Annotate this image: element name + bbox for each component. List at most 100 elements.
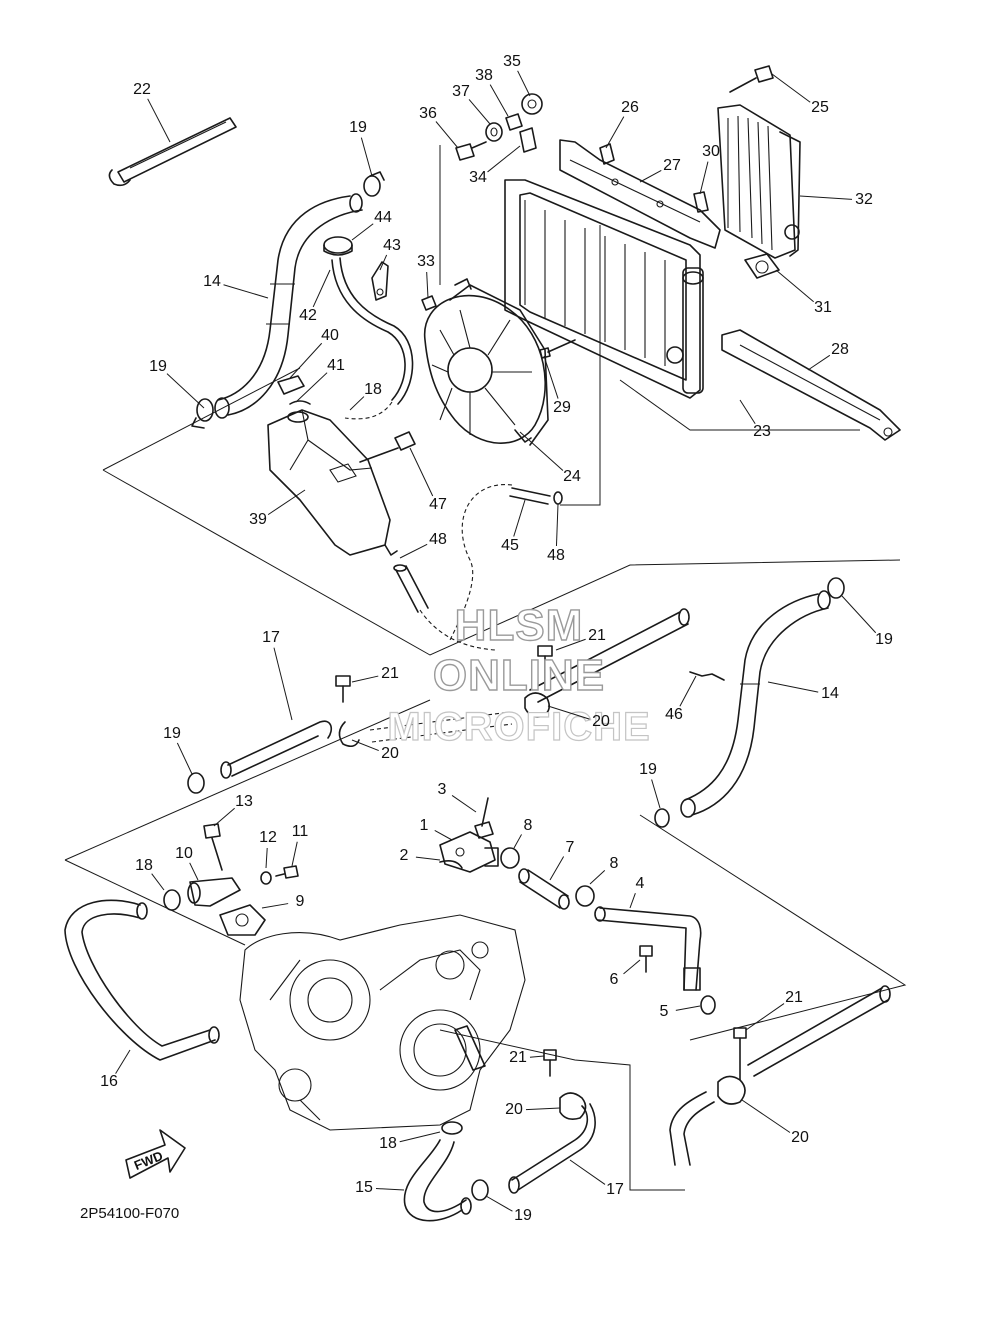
callout-leader-13 (213, 807, 235, 827)
callout-leader-18 (349, 396, 365, 411)
overflow-hose (393, 564, 496, 651)
callout-label-18: 18 (379, 1135, 397, 1152)
callout-label-13: 13 (235, 793, 253, 810)
clamp-8-right (575, 885, 595, 907)
callout-label-30: 30 (702, 143, 720, 160)
callout-label-39: 39 (249, 511, 267, 528)
callout-leader-20 (525, 1107, 561, 1111)
callout-label-19: 19 (349, 119, 367, 136)
bracket-part (371, 261, 389, 301)
callout-label-21: 21 (785, 989, 803, 1006)
bolt-11 (275, 865, 299, 879)
water-hose-15 (403, 1139, 472, 1222)
clamp-19-lower (471, 1179, 489, 1201)
callout-leader-22 (147, 98, 171, 143)
callout-label-15: 15 (355, 1179, 373, 1196)
bolt-21-lower (543, 1049, 557, 1077)
callout-leader-45 (513, 499, 526, 537)
callout-label-10: 10 (175, 845, 193, 862)
callout-label-7: 7 (566, 839, 575, 856)
callout-label-36: 36 (419, 105, 437, 122)
gasket-31 (744, 253, 780, 279)
callout-label-25: 25 (811, 99, 829, 116)
callout-label-20: 20 (592, 713, 610, 730)
bolt-21-right (733, 1027, 747, 1081)
callout-leader-36 (435, 121, 459, 149)
callout-label-9: 9 (296, 893, 305, 910)
callout-leader-25 (771, 73, 811, 103)
callout-leader-8 (589, 870, 606, 885)
bolt-21-left (335, 675, 351, 703)
callout-leader-40 (289, 342, 323, 379)
callout-leader-20 (547, 705, 590, 720)
grommet-35 (521, 93, 543, 115)
reservoir-cap-part (323, 236, 353, 256)
callout-leader-39 (267, 489, 306, 516)
callout-leader-24 (519, 431, 564, 471)
callout-label-6: 6 (610, 971, 619, 988)
callout-leader-33 (426, 271, 429, 299)
callout-label-40: 40 (321, 327, 339, 344)
callout-leader-3 (451, 795, 477, 813)
callout-label-38: 38 (475, 67, 493, 84)
callout-label-19: 19 (875, 631, 893, 648)
clamp-20-left (338, 721, 360, 748)
callout-leader-15 (375, 1188, 405, 1191)
fwd-arrow-icon (125, 1129, 186, 1179)
callout-label-14: 14 (821, 685, 839, 702)
clamp-19-left (187, 772, 205, 794)
callout-leader-31 (775, 269, 814, 303)
callout-leader-21 (529, 1055, 545, 1058)
callout-leader-19 (485, 1195, 513, 1212)
callout-leader-14 (767, 681, 819, 693)
callout-label-26: 26 (621, 99, 639, 116)
callout-leader-48 (555, 503, 559, 547)
callout-label-23: 23 (753, 423, 771, 440)
water-pipe-lower (747, 985, 891, 1077)
bracket-26 (599, 143, 615, 165)
callout-label-20: 20 (791, 1129, 809, 1146)
callout-leader-14 (223, 284, 269, 299)
callout-label-47: 47 (429, 496, 447, 513)
callout-leader-34 (487, 145, 521, 173)
callout-label-14: 14 (203, 273, 221, 290)
callout-leader-21 (555, 638, 586, 651)
hose-7 (518, 868, 570, 910)
bolt-21-mid (537, 645, 553, 691)
callout-leader-8 (513, 834, 522, 849)
bolt-3 (474, 797, 494, 839)
callout-leader-18 (399, 1131, 441, 1143)
callout-label-19: 19 (639, 761, 657, 778)
radiator-hose-upper (214, 193, 363, 419)
bolt-part (359, 431, 416, 463)
bolt-33 (421, 295, 437, 311)
diagram-code: 2P54100-F070 (80, 1205, 179, 1222)
radiator-core (504, 179, 704, 399)
bolt-13 (203, 823, 223, 871)
bolt-6 (639, 945, 653, 973)
callout-leader-20 (351, 739, 379, 752)
callout-label-8: 8 (524, 817, 533, 834)
callout-label-4: 4 (636, 875, 645, 892)
callout-label-5: 5 (660, 1003, 669, 1020)
callout-leader-43 (379, 254, 388, 271)
callout-leader-19 (841, 595, 877, 634)
callout-label-33: 33 (417, 253, 435, 270)
watermark-line2: ONLINE (433, 651, 605, 700)
callout-label-18: 18 (364, 381, 382, 398)
callout-label-24: 24 (563, 468, 581, 485)
callout-leader-12 (265, 847, 268, 869)
callout-label-16: 16 (100, 1073, 118, 1090)
callout-leader-17 (569, 1159, 606, 1185)
callout-leader-5 (675, 1005, 701, 1011)
callout-label-1: 1 (420, 817, 429, 834)
callout-label-27: 27 (663, 157, 681, 174)
collar-37 (485, 122, 503, 142)
callout-label-48: 48 (429, 531, 447, 548)
callout-leader-48 (399, 543, 428, 559)
callout-leader-27 (639, 170, 662, 183)
callout-leader-38 (489, 84, 509, 117)
water-pump-cover (219, 904, 266, 936)
oring-5 (700, 995, 716, 1015)
